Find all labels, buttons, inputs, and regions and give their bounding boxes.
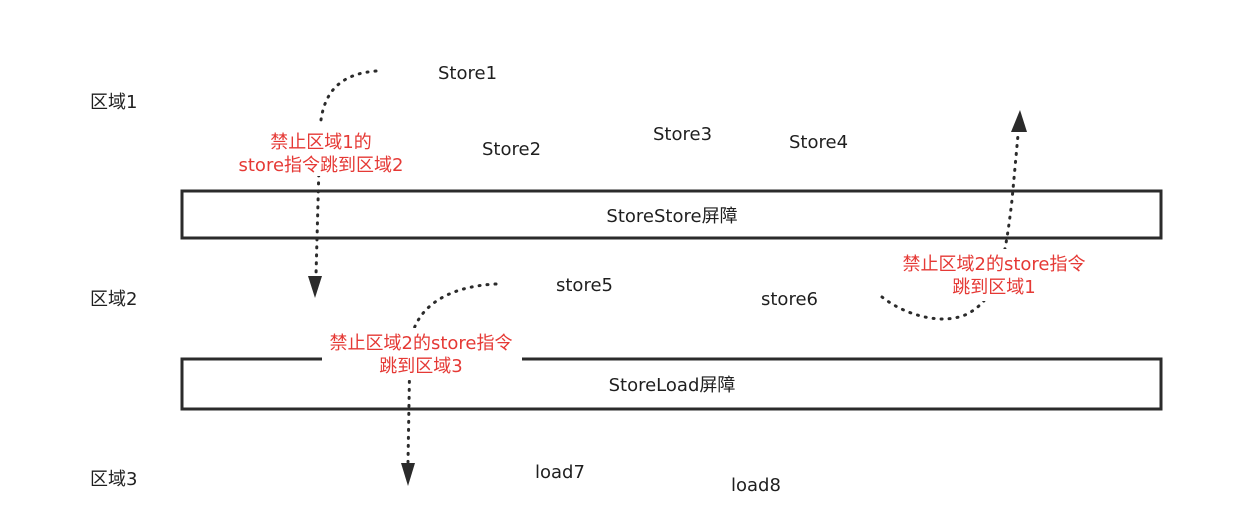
store4-label: Store4 bbox=[789, 132, 848, 153]
storeload-barrier-label: StoreLoad屏障 bbox=[609, 375, 736, 396]
arrow-down-icon bbox=[401, 463, 415, 486]
note-2-line-2: 跳到区域3 bbox=[379, 356, 462, 377]
note-region1-to-region2: 禁止区域1的 store指令跳到区域2 bbox=[232, 124, 412, 176]
arrow-down-icon bbox=[308, 276, 322, 298]
note-3-line-2: 跳到区域1 bbox=[952, 277, 1035, 298]
store6-label: store6 bbox=[761, 289, 818, 310]
region-1-label: 区域1 bbox=[90, 92, 137, 113]
load7-label: load7 bbox=[535, 462, 585, 483]
arrow-region2-to-region1 bbox=[880, 110, 1027, 321]
region-3-label: 区域3 bbox=[90, 469, 137, 490]
region-2-label: 区域2 bbox=[90, 289, 137, 310]
arrow-region1-to-region2 bbox=[308, 69, 378, 298]
note-region2-to-region3: 禁止区域2的store指令 跳到区域3 bbox=[322, 328, 522, 380]
note-region2-to-region1: 禁止区域2的store指令 跳到区域1 bbox=[895, 249, 1095, 301]
note-1-line-1: 禁止区域1的 bbox=[270, 132, 371, 153]
note-3-background bbox=[895, 249, 1095, 301]
store3-label: Store3 bbox=[653, 124, 712, 145]
arrow-region2-to-region3 bbox=[401, 282, 498, 486]
store5-label: store5 bbox=[556, 275, 613, 296]
store1-label: Store1 bbox=[438, 63, 497, 84]
store2-label: Store2 bbox=[482, 139, 541, 160]
note-1-line-2: store指令跳到区域2 bbox=[239, 155, 404, 176]
note-1-background bbox=[232, 124, 412, 176]
load8-label: load8 bbox=[731, 475, 781, 496]
note-3-line-1: 禁止区域2的store指令 bbox=[903, 254, 1086, 275]
storestore-barrier-label: StoreStore屏障 bbox=[606, 206, 737, 227]
note-2-background bbox=[322, 328, 522, 380]
storestore-barrier-box bbox=[180, 189, 1163, 240]
arrow-region2-to-region3-line bbox=[406, 282, 498, 464]
arrow-region2-to-region1-line bbox=[880, 133, 1020, 321]
storestore-barrier: StoreStore屏障 bbox=[180, 189, 1163, 240]
note-2-line-1: 禁止区域2的store指令 bbox=[330, 333, 513, 354]
arrow-up-icon bbox=[1011, 110, 1027, 132]
